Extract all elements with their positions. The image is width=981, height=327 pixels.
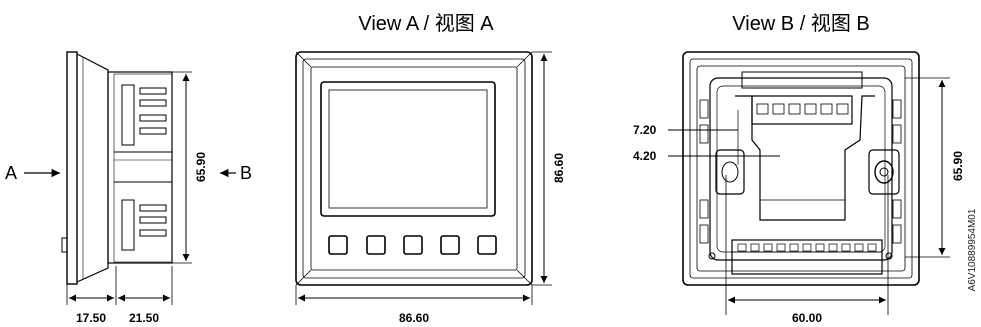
side-fins-upper <box>121 84 167 146</box>
side-view: 65.90 A B 17.50 21.50 <box>5 51 252 325</box>
label-b: B <box>240 163 252 183</box>
side-fins-lower <box>121 199 167 251</box>
callout-bottom-dim: 4.20 <box>633 149 657 163</box>
side-front-bevel <box>76 53 109 283</box>
side-connector-tab <box>61 237 68 253</box>
rear-bottom-terminal <box>731 239 883 275</box>
front-button-3 <box>403 235 423 255</box>
rear-top-terminal <box>741 71 863 125</box>
front-view: View A / 视图 A 86.60 86.60 <box>295 12 566 325</box>
rear-view: View B / 视图 B <box>633 12 965 325</box>
front-button-5 <box>477 235 497 255</box>
rear-width-dim: 60.00 <box>792 311 822 325</box>
front-button-2 <box>366 235 386 255</box>
rear-side-slots <box>699 99 902 244</box>
front-height-dim: 86.60 <box>552 153 566 183</box>
side-depth-back-dim: 21.50 <box>129 311 159 325</box>
side-height-dim: 65.90 <box>194 152 208 182</box>
front-width-dim: 86.60 <box>399 311 429 325</box>
rear-right-clip <box>868 149 900 195</box>
rear-outer-frame <box>682 51 920 286</box>
callout-top-dim: 7.20 <box>633 123 657 137</box>
title-view-a: View A / 视图 A <box>358 12 494 35</box>
drawing-code: A6V10889954M01 <box>967 208 978 291</box>
rear-left-clip <box>715 149 745 195</box>
front-display-screen <box>320 81 496 217</box>
rear-height-dim: 65.90 <box>951 151 965 181</box>
rear-center-plate <box>735 95 875 221</box>
front-button-1 <box>328 235 348 255</box>
label-a: A <box>5 163 17 183</box>
front-button-4 <box>440 235 460 255</box>
front-outer-frame <box>295 51 533 286</box>
title-view-b: View B / 视图 B <box>732 12 869 35</box>
side-front-plate <box>66 51 78 285</box>
side-depth-front-dim: 17.50 <box>76 311 106 325</box>
